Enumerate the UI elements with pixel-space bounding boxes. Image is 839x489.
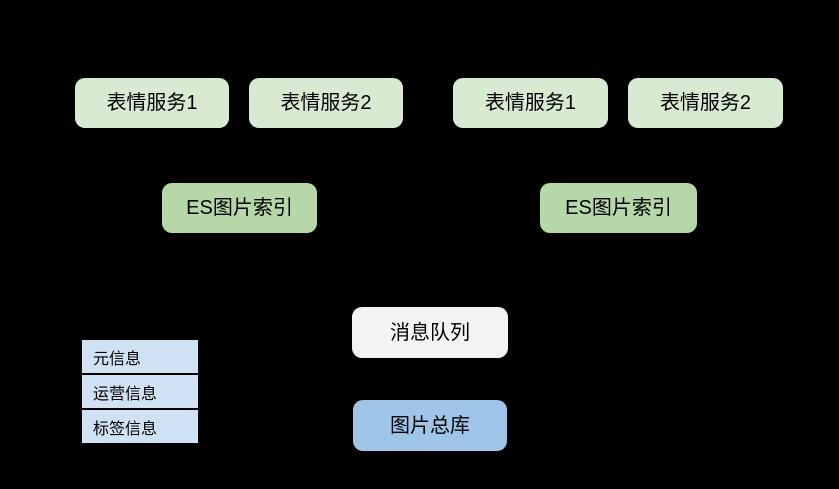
- node-label: 图片总库: [390, 414, 470, 437]
- node-label: 表情服务1: [484, 92, 577, 114]
- image-info-table: 元信息 运营信息 标签信息: [80, 338, 200, 445]
- table-row: 标签信息: [80, 408, 200, 445]
- node-label: 表情服务2: [280, 92, 372, 114]
- node-message-queue: 消息队列: [352, 307, 508, 358]
- table-cell-operations-info: 运营信息: [80, 373, 200, 410]
- node-emoji-service-1-left: 表情服务1: [75, 78, 229, 128]
- node-label: ES图片索引: [565, 197, 672, 219]
- table-cell-meta-info: 元信息: [80, 338, 200, 375]
- node-es-image-index-left: ES图片索引: [162, 183, 317, 233]
- node-label: 表情服务2: [659, 92, 752, 114]
- table-row: 运营信息: [80, 373, 200, 410]
- table-row: 元信息: [80, 338, 200, 375]
- node-emoji-service-2-right: 表情服务2: [628, 78, 783, 128]
- node-label: 消息队列: [390, 321, 470, 344]
- node-image-master-store: 图片总库: [353, 400, 507, 451]
- node-label: 表情服务1: [106, 92, 198, 114]
- table-cell-tag-info: 标签信息: [80, 408, 200, 445]
- node-label: ES图片索引: [186, 197, 293, 219]
- node-emoji-service-1-right: 表情服务1: [453, 78, 608, 128]
- node-emoji-service-2-left: 表情服务2: [249, 78, 403, 128]
- node-es-image-index-right: ES图片索引: [540, 183, 697, 233]
